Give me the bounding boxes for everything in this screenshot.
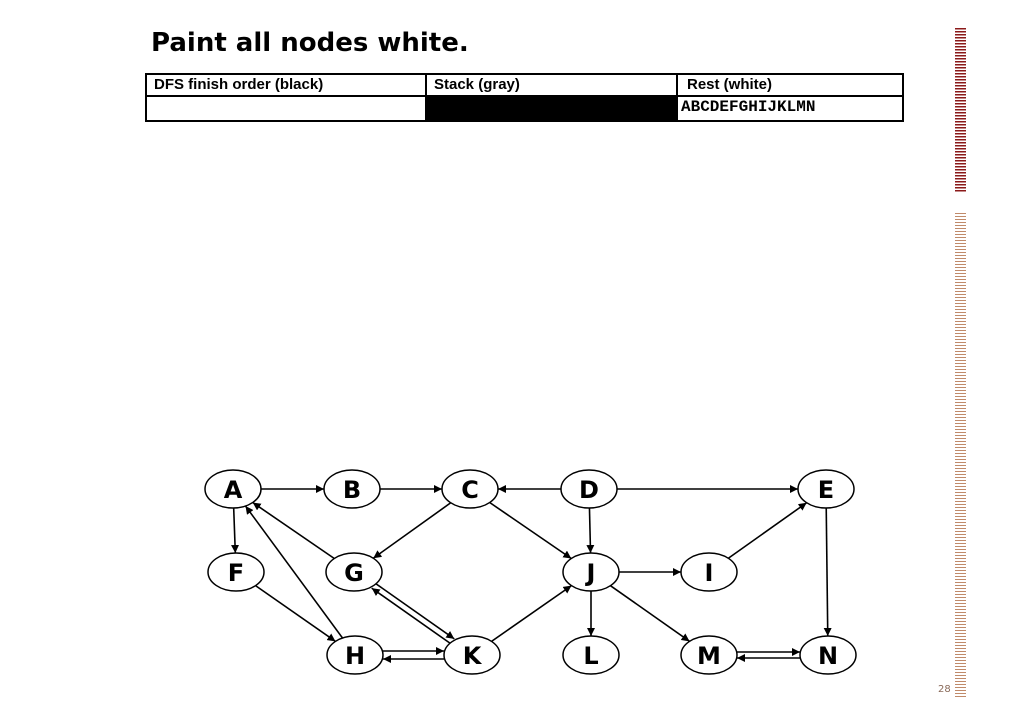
edge-c-g <box>372 502 452 559</box>
node-l: L <box>562 635 620 675</box>
header-stack-label: Stack (gray) <box>434 76 520 93</box>
node-b-ellipse <box>323 469 381 509</box>
edge-a-f <box>231 507 240 554</box>
decorative-stripe-bottom <box>955 213 966 698</box>
header-rest-label: Rest (white) <box>687 76 773 93</box>
node-g-label: G <box>344 559 364 587</box>
edge-g-a <box>252 501 335 560</box>
node-g-ellipse <box>325 552 383 592</box>
node-i: I <box>680 552 738 592</box>
edge-k-j <box>491 584 572 643</box>
slide-title: Paint all nodes white. <box>151 28 469 58</box>
header-finish-order: DFS finish order (black) <box>147 75 427 97</box>
edge-h-a <box>244 505 344 639</box>
node-e-ellipse <box>797 469 855 509</box>
node-d-ellipse <box>560 469 618 509</box>
cell-finish-order <box>147 97 427 120</box>
node-b: B <box>323 469 381 509</box>
node-d-label: D <box>579 476 599 504</box>
edge-k-g <box>371 587 452 645</box>
node-c-ellipse <box>441 469 499 509</box>
page-number: 28 <box>938 684 951 695</box>
cell-rest: ABCDEFGHIJKLMN <box>678 97 902 120</box>
node-b-label: B <box>343 476 361 504</box>
node-h-label: H <box>345 642 365 670</box>
node-n: N <box>799 635 857 675</box>
edge-j-m <box>609 585 691 642</box>
node-f-label: F <box>228 559 244 587</box>
node-c-label: C <box>461 476 479 504</box>
node-f: F <box>207 552 265 592</box>
header-rest: Rest (white) <box>678 75 902 97</box>
edge-d-j <box>586 507 595 554</box>
node-k-label: K <box>463 642 483 670</box>
header-stack: Stack (gray) <box>427 75 678 97</box>
edge-g-k <box>374 582 455 640</box>
node-d: D <box>560 469 618 509</box>
header-finish-order-label: DFS finish order (black) <box>154 76 324 93</box>
graph-nodes: A B C D E F G H I J K L M N <box>204 469 857 675</box>
decorative-stripe-top <box>955 28 966 193</box>
node-g: G <box>325 552 383 592</box>
node-i-ellipse <box>680 552 738 592</box>
cell-stack <box>427 97 678 120</box>
edge-f-h <box>255 584 336 643</box>
node-i-label: I <box>705 559 714 587</box>
edge-c-j <box>489 501 572 560</box>
node-n-ellipse <box>799 635 857 675</box>
node-a-label: A <box>224 476 243 504</box>
node-l-ellipse <box>562 635 620 675</box>
node-m-label: M <box>697 642 721 670</box>
node-e-label: E <box>818 476 834 504</box>
node-j: J <box>562 552 620 592</box>
node-m: M <box>680 635 738 675</box>
edge-e-n <box>823 507 832 637</box>
node-l-label: L <box>583 642 598 670</box>
graph-edges <box>231 485 832 663</box>
node-f-ellipse <box>207 552 265 592</box>
node-e: E <box>797 469 855 509</box>
node-k-ellipse <box>443 635 501 675</box>
node-a-ellipse <box>204 469 262 509</box>
node-j-ellipse <box>562 552 620 592</box>
node-j-label: J <box>585 559 596 587</box>
node-m-ellipse <box>680 635 738 675</box>
node-h-ellipse <box>326 635 384 675</box>
node-h: H <box>326 635 384 675</box>
node-c: C <box>441 469 499 509</box>
rest-value: ABCDEFGHIJKLMN <box>681 98 816 116</box>
dfs-state-table: DFS finish order (black) Stack (gray) Re… <box>145 73 904 122</box>
node-n-label: N <box>818 642 838 670</box>
node-k: K <box>443 635 501 675</box>
node-a: A <box>204 469 262 509</box>
edge-i-e <box>727 502 808 559</box>
